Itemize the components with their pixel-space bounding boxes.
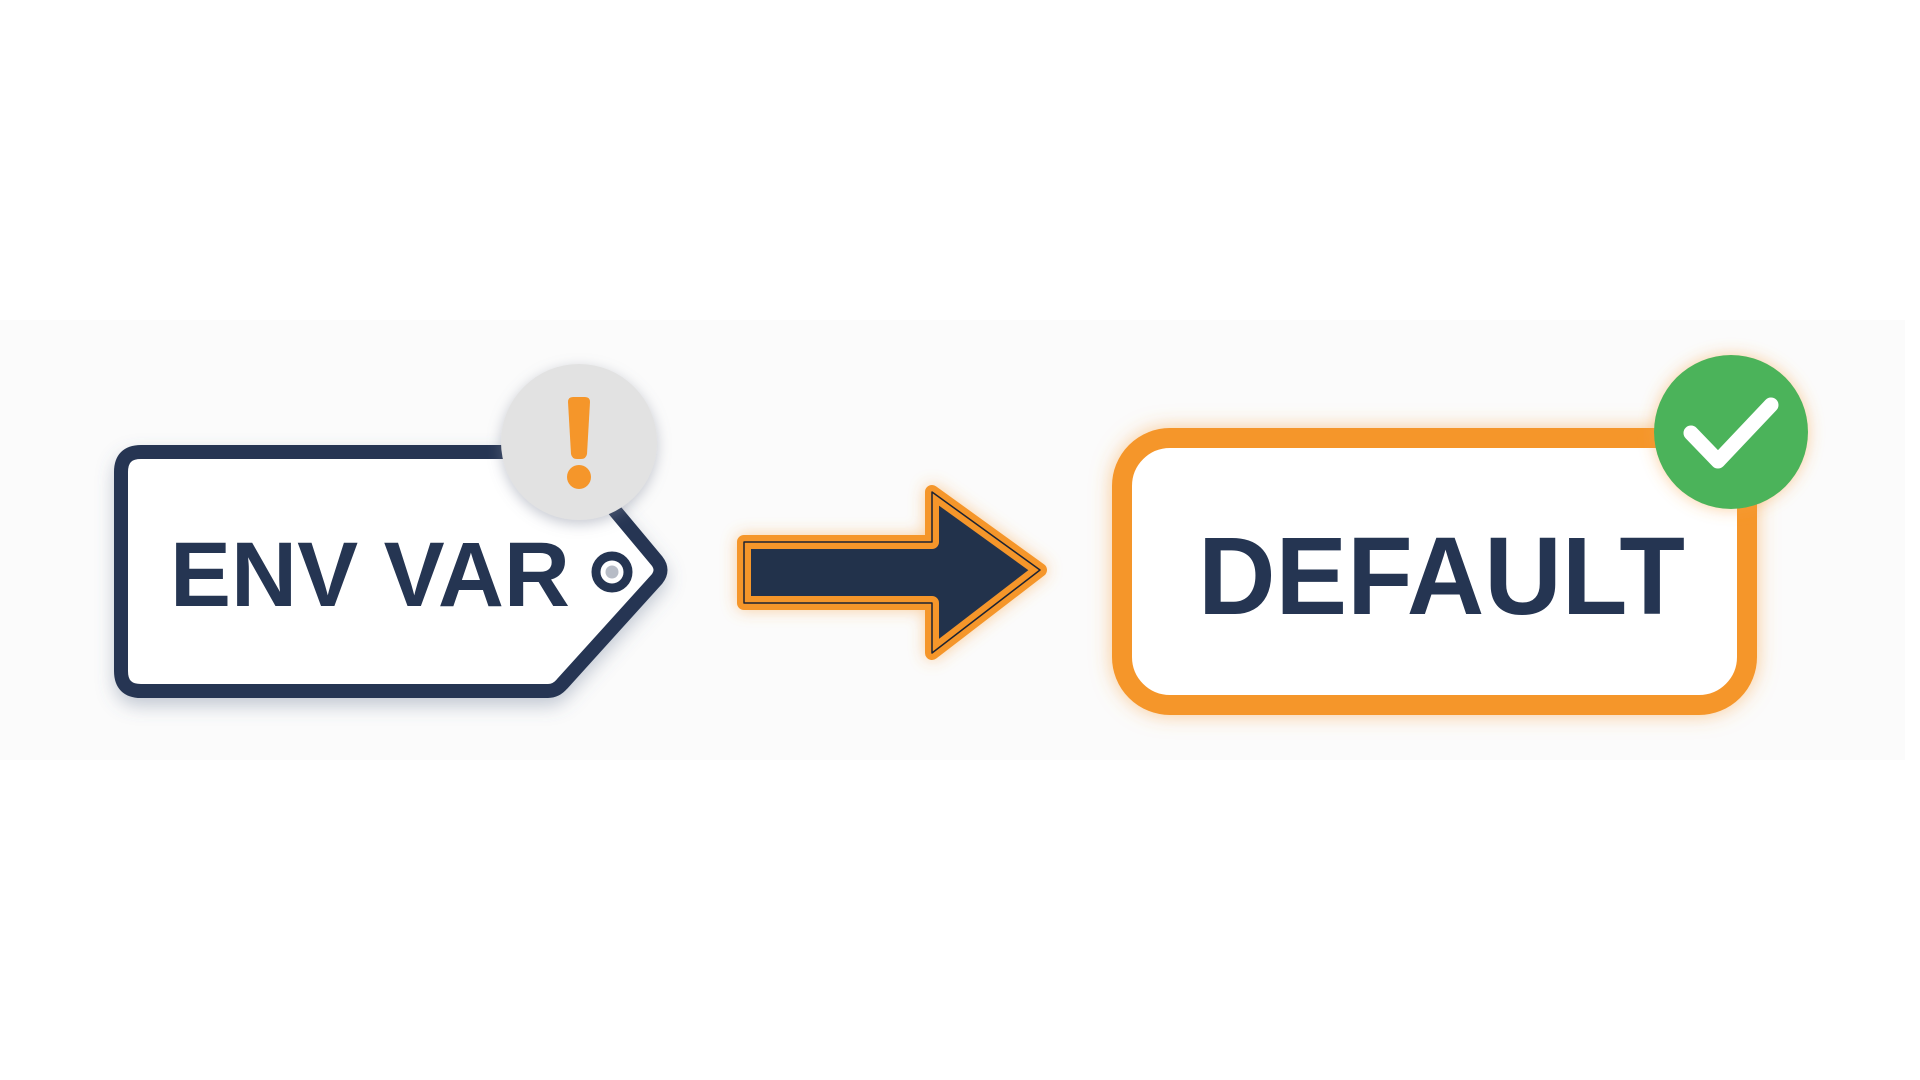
warning-badge xyxy=(501,364,657,520)
warning-exclamation-icon xyxy=(567,397,591,489)
source-label: ENV VAR xyxy=(170,524,570,626)
success-badge xyxy=(1654,355,1808,509)
checkmark-icon xyxy=(1683,397,1779,469)
arrow-right-icon xyxy=(737,485,1047,660)
default-box-frame xyxy=(1112,428,1757,715)
env-var-tag: ENV VAR xyxy=(114,445,668,698)
target-label: DEFAULT xyxy=(1198,515,1685,638)
tag-grommet-icon xyxy=(591,551,633,593)
default-box: DEFAULT xyxy=(1112,428,1757,715)
